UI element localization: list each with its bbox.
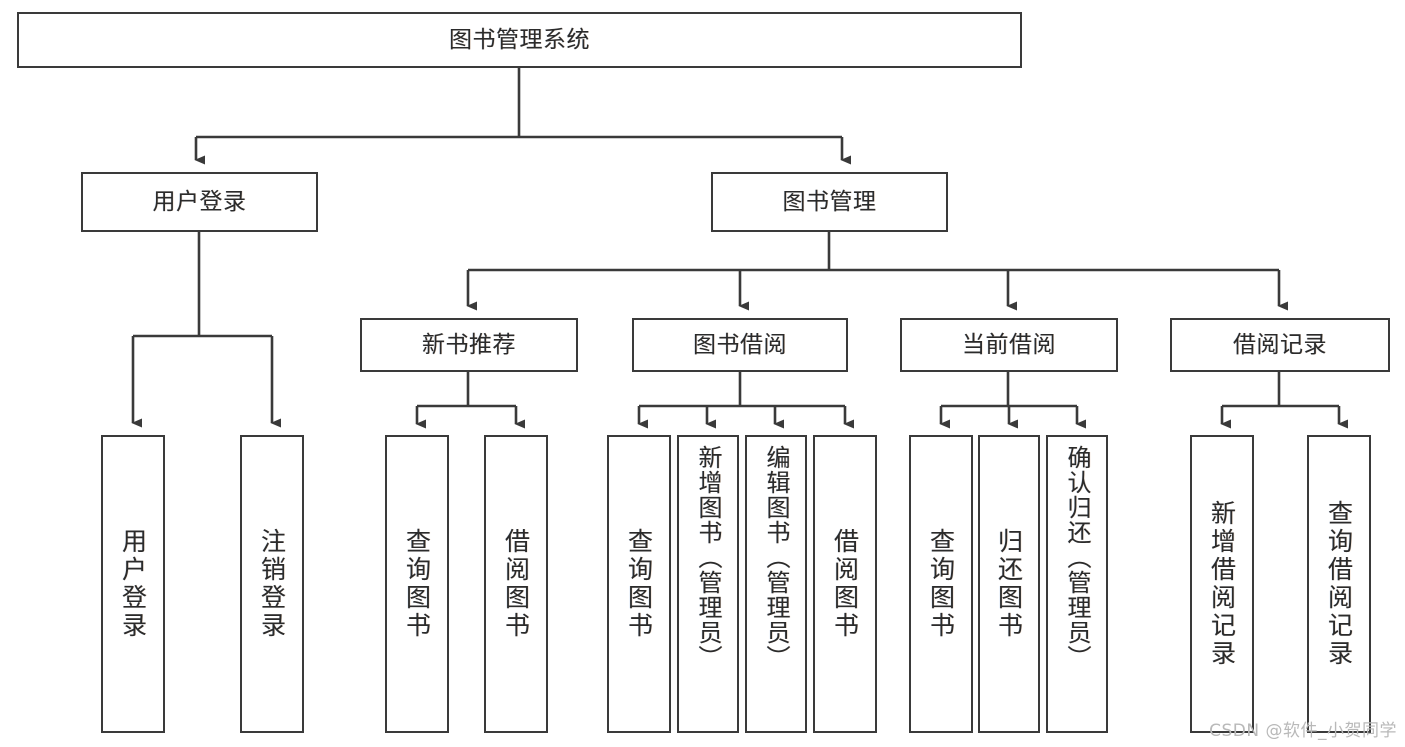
node-leaf-return-book-label: 归还图书 — [994, 528, 1024, 640]
node-leaf-logout-login-label: 注销登录 — [257, 528, 287, 640]
node-root-label: 图书管理系统 — [449, 26, 590, 53]
node-user-login-label: 用户登录 — [152, 188, 247, 215]
node-leaf-borrow-book-1-label: 借阅图书 — [501, 528, 531, 640]
node-book-manage[interactable]: 图书管理 — [711, 172, 948, 232]
node-leaf-query-record[interactable]: 查询借阅记录 — [1307, 435, 1371, 733]
node-leaf-query-book-3-label: 查询图书 — [926, 528, 956, 640]
node-current-borrow-label: 当前借阅 — [962, 331, 1056, 358]
node-leaf-query-book-2-label: 查询图书 — [624, 528, 654, 640]
node-leaf-return-book[interactable]: 归还图书 — [978, 435, 1040, 733]
node-leaf-confirm-return-label: 确认归还（管理员） — [1063, 445, 1091, 670]
node-leaf-query-book-3[interactable]: 查询图书 — [909, 435, 973, 733]
node-new-book-recommend[interactable]: 新书推荐 — [360, 318, 578, 372]
node-leaf-edit-book[interactable]: 编辑图书（管理员） — [745, 435, 807, 733]
node-book-manage-label: 图书管理 — [782, 188, 877, 215]
node-root[interactable]: 图书管理系统 — [17, 12, 1022, 68]
node-new-book-recommend-label: 新书推荐 — [422, 331, 516, 358]
node-borrow-record-label: 借阅记录 — [1233, 331, 1327, 358]
node-leaf-query-book-1[interactable]: 查询图书 — [385, 435, 449, 733]
node-leaf-edit-book-label: 编辑图书（管理员） — [762, 445, 790, 670]
node-borrow-record[interactable]: 借阅记录 — [1170, 318, 1390, 372]
node-book-borrow-label: 图书借阅 — [693, 331, 787, 358]
csdn-watermark: CSDN @软件_小贺同学 — [1209, 721, 1397, 741]
node-current-borrow[interactable]: 当前借阅 — [900, 318, 1118, 372]
node-leaf-add-record-label: 新增借阅记录 — [1207, 500, 1237, 668]
node-leaf-confirm-return[interactable]: 确认归还（管理员） — [1046, 435, 1108, 733]
node-book-borrow[interactable]: 图书借阅 — [632, 318, 848, 372]
node-leaf-user-login[interactable]: 用户登录 — [101, 435, 165, 733]
node-leaf-user-login-label: 用户登录 — [118, 528, 148, 640]
node-leaf-query-book-2[interactable]: 查询图书 — [607, 435, 671, 733]
node-leaf-query-book-1-label: 查询图书 — [402, 528, 432, 640]
node-leaf-add-book-label: 新增图书（管理员） — [694, 445, 722, 670]
node-leaf-borrow-book-2[interactable]: 借阅图书 — [813, 435, 877, 733]
node-leaf-add-record[interactable]: 新增借阅记录 — [1190, 435, 1254, 733]
node-leaf-logout-login[interactable]: 注销登录 — [240, 435, 304, 733]
node-leaf-query-record-label: 查询借阅记录 — [1324, 500, 1354, 668]
node-user-login[interactable]: 用户登录 — [81, 172, 318, 232]
node-leaf-add-book[interactable]: 新增图书（管理员） — [677, 435, 739, 733]
node-leaf-borrow-book-2-label: 借阅图书 — [830, 528, 860, 640]
node-leaf-borrow-book-1[interactable]: 借阅图书 — [484, 435, 548, 733]
